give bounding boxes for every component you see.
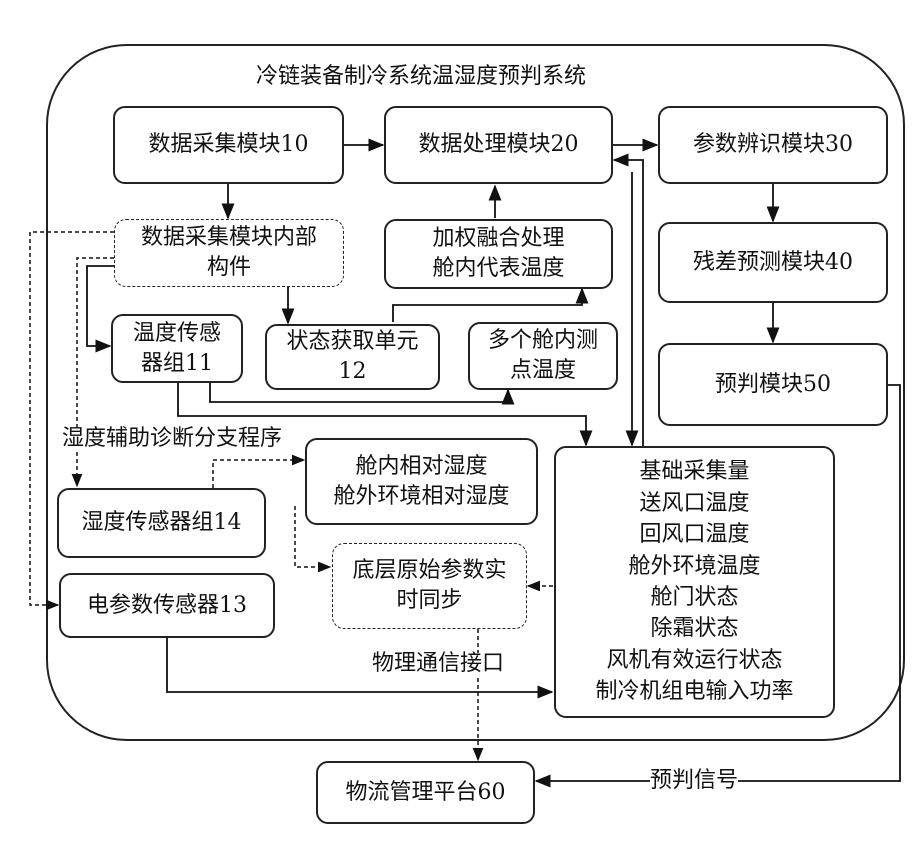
state-acquisition-unit[interactable]: 状态获取单元 12	[265, 324, 440, 390]
sync-line-1: 底层原始参数实	[352, 556, 506, 586]
edge-components-to-temp	[87, 266, 114, 346]
state-line-1: 状态获取单元	[286, 327, 418, 357]
residual-prediction-module[interactable]: 残差预测模块40	[658, 222, 888, 303]
components-line-2: 构件	[207, 253, 251, 283]
humidity-values-block[interactable]: 舱内相对湿度 舱外环境相对湿度	[305, 438, 538, 525]
sync-line-2: 时同步	[396, 586, 462, 616]
humidity-line-1: 舱内相对湿度	[355, 452, 487, 482]
temp-line-1: 温度传感	[133, 319, 221, 349]
fusion-line-1: 加权融合处理	[432, 224, 564, 254]
logistics-platform[interactable]: 物流管理平台60	[316, 761, 535, 824]
fusion-line-2: 舱内代表温度	[432, 254, 564, 284]
param-identification-module[interactable]: 参数辨识模块30	[658, 106, 888, 184]
prediction-module[interactable]: 预判模块50	[658, 343, 888, 426]
base-line-5: 舱门状态	[650, 582, 738, 613]
humidity-line-2: 舱外环境相对湿度	[333, 482, 509, 512]
base-line-2: 送风口温度	[639, 488, 749, 519]
state-line-2: 12	[339, 357, 367, 387]
humidity-sensor-group[interactable]: 湿度传感器组14	[57, 488, 266, 558]
edge-points-to-fusion	[393, 289, 582, 322]
base-line-6: 除霜状态	[650, 613, 738, 644]
system-title: 冷链装备制冷系统温湿度预判系统	[256, 66, 586, 88]
humidity-branch-label: 湿度辅助诊断分支程序	[62, 428, 282, 450]
power-sensor[interactable]: 电参数传感器13	[59, 573, 275, 638]
edge-components-to-humidity	[77, 258, 114, 486]
data-processing-module[interactable]: 数据处理模块20	[384, 106, 613, 184]
base-line-1: 基础采集量	[639, 456, 749, 487]
edge-humidity-to-values	[213, 460, 304, 488]
raw-param-sync-block[interactable]: 底层原始参数实 时同步	[332, 543, 527, 629]
collection-internal-components[interactable]: 数据采集模块内部 构件	[114, 219, 344, 287]
points-line-1: 多个舱内测	[488, 326, 598, 356]
comm-interface-label: 物理通信接口	[372, 653, 504, 675]
temp-sensor-group[interactable]: 温度传感 器组11	[111, 314, 243, 383]
edge-base-to-process	[614, 160, 643, 450]
base-line-4: 舱外环境温度	[628, 551, 760, 582]
temp-line-2: 器组11	[141, 349, 213, 379]
multi-point-temperature[interactable]: 多个舱内测 点温度	[468, 322, 618, 390]
data-collection-module[interactable]: 数据采集模块10	[113, 106, 344, 184]
base-quantities-block[interactable]: 基础采集量 送风口温度 回风口温度 舱外环境温度 舱门状态 除霜状态 风机有效运…	[554, 446, 835, 718]
base-line-7: 风机有效运行状态	[606, 645, 782, 676]
weighted-fusion-block[interactable]: 加权融合处理 舱内代表温度	[384, 219, 613, 289]
components-line-1: 数据采集模块内部	[141, 223, 317, 253]
base-line-3: 回风口温度	[639, 519, 749, 550]
base-line-8: 制冷机组电输入功率	[595, 676, 793, 707]
points-line-2: 点温度	[510, 356, 576, 386]
prediction-signal-label: 预判信号	[650, 770, 738, 792]
